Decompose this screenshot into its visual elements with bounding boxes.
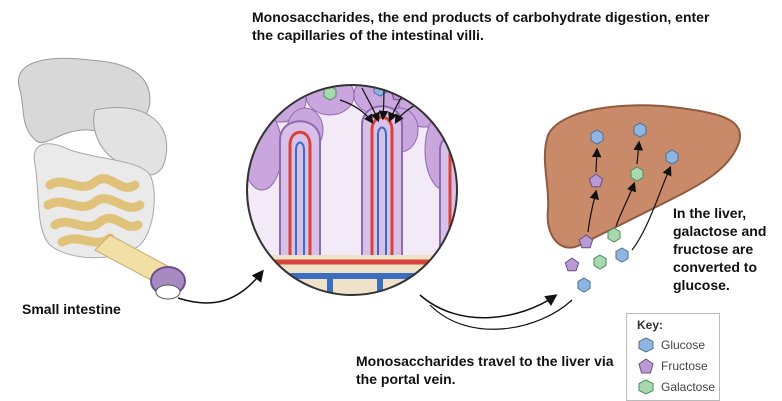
legend-item-glucose: Glucose: [637, 336, 705, 354]
portal-vein-caption: Monosaccharides travel to the liver via …: [356, 352, 616, 388]
galactose-hexagon-icon: [637, 379, 655, 395]
intestine-to-villi-arrow: [178, 272, 262, 303]
villus-center: [362, 106, 402, 262]
legend-item-fructose: Fructose: [637, 357, 708, 375]
legend-item-galactose: Galactose: [637, 378, 715, 396]
villus-right: [440, 134, 478, 263]
legend-key: Key: Glucose Fructose Galactose: [626, 313, 720, 401]
villi-caption: Monosaccharides, the end products of car…: [252, 8, 722, 44]
legend-label: Glucose: [661, 338, 705, 352]
digestive-system-illustration: [18, 58, 185, 299]
portal-vein-arrow-2: [430, 300, 572, 329]
legend-label: Fructose: [661, 359, 708, 373]
fructose-pentagon-icon: [637, 358, 655, 374]
small-intestine-label: Small intestine: [22, 300, 121, 318]
glucose-hexagon-icon: [637, 337, 655, 353]
villus-left: [280, 121, 320, 260]
legend-title: Key:: [637, 318, 663, 332]
liver-caption: In the liver, galactose and fructose are…: [673, 204, 782, 294]
legend-label: Galactose: [661, 380, 715, 394]
